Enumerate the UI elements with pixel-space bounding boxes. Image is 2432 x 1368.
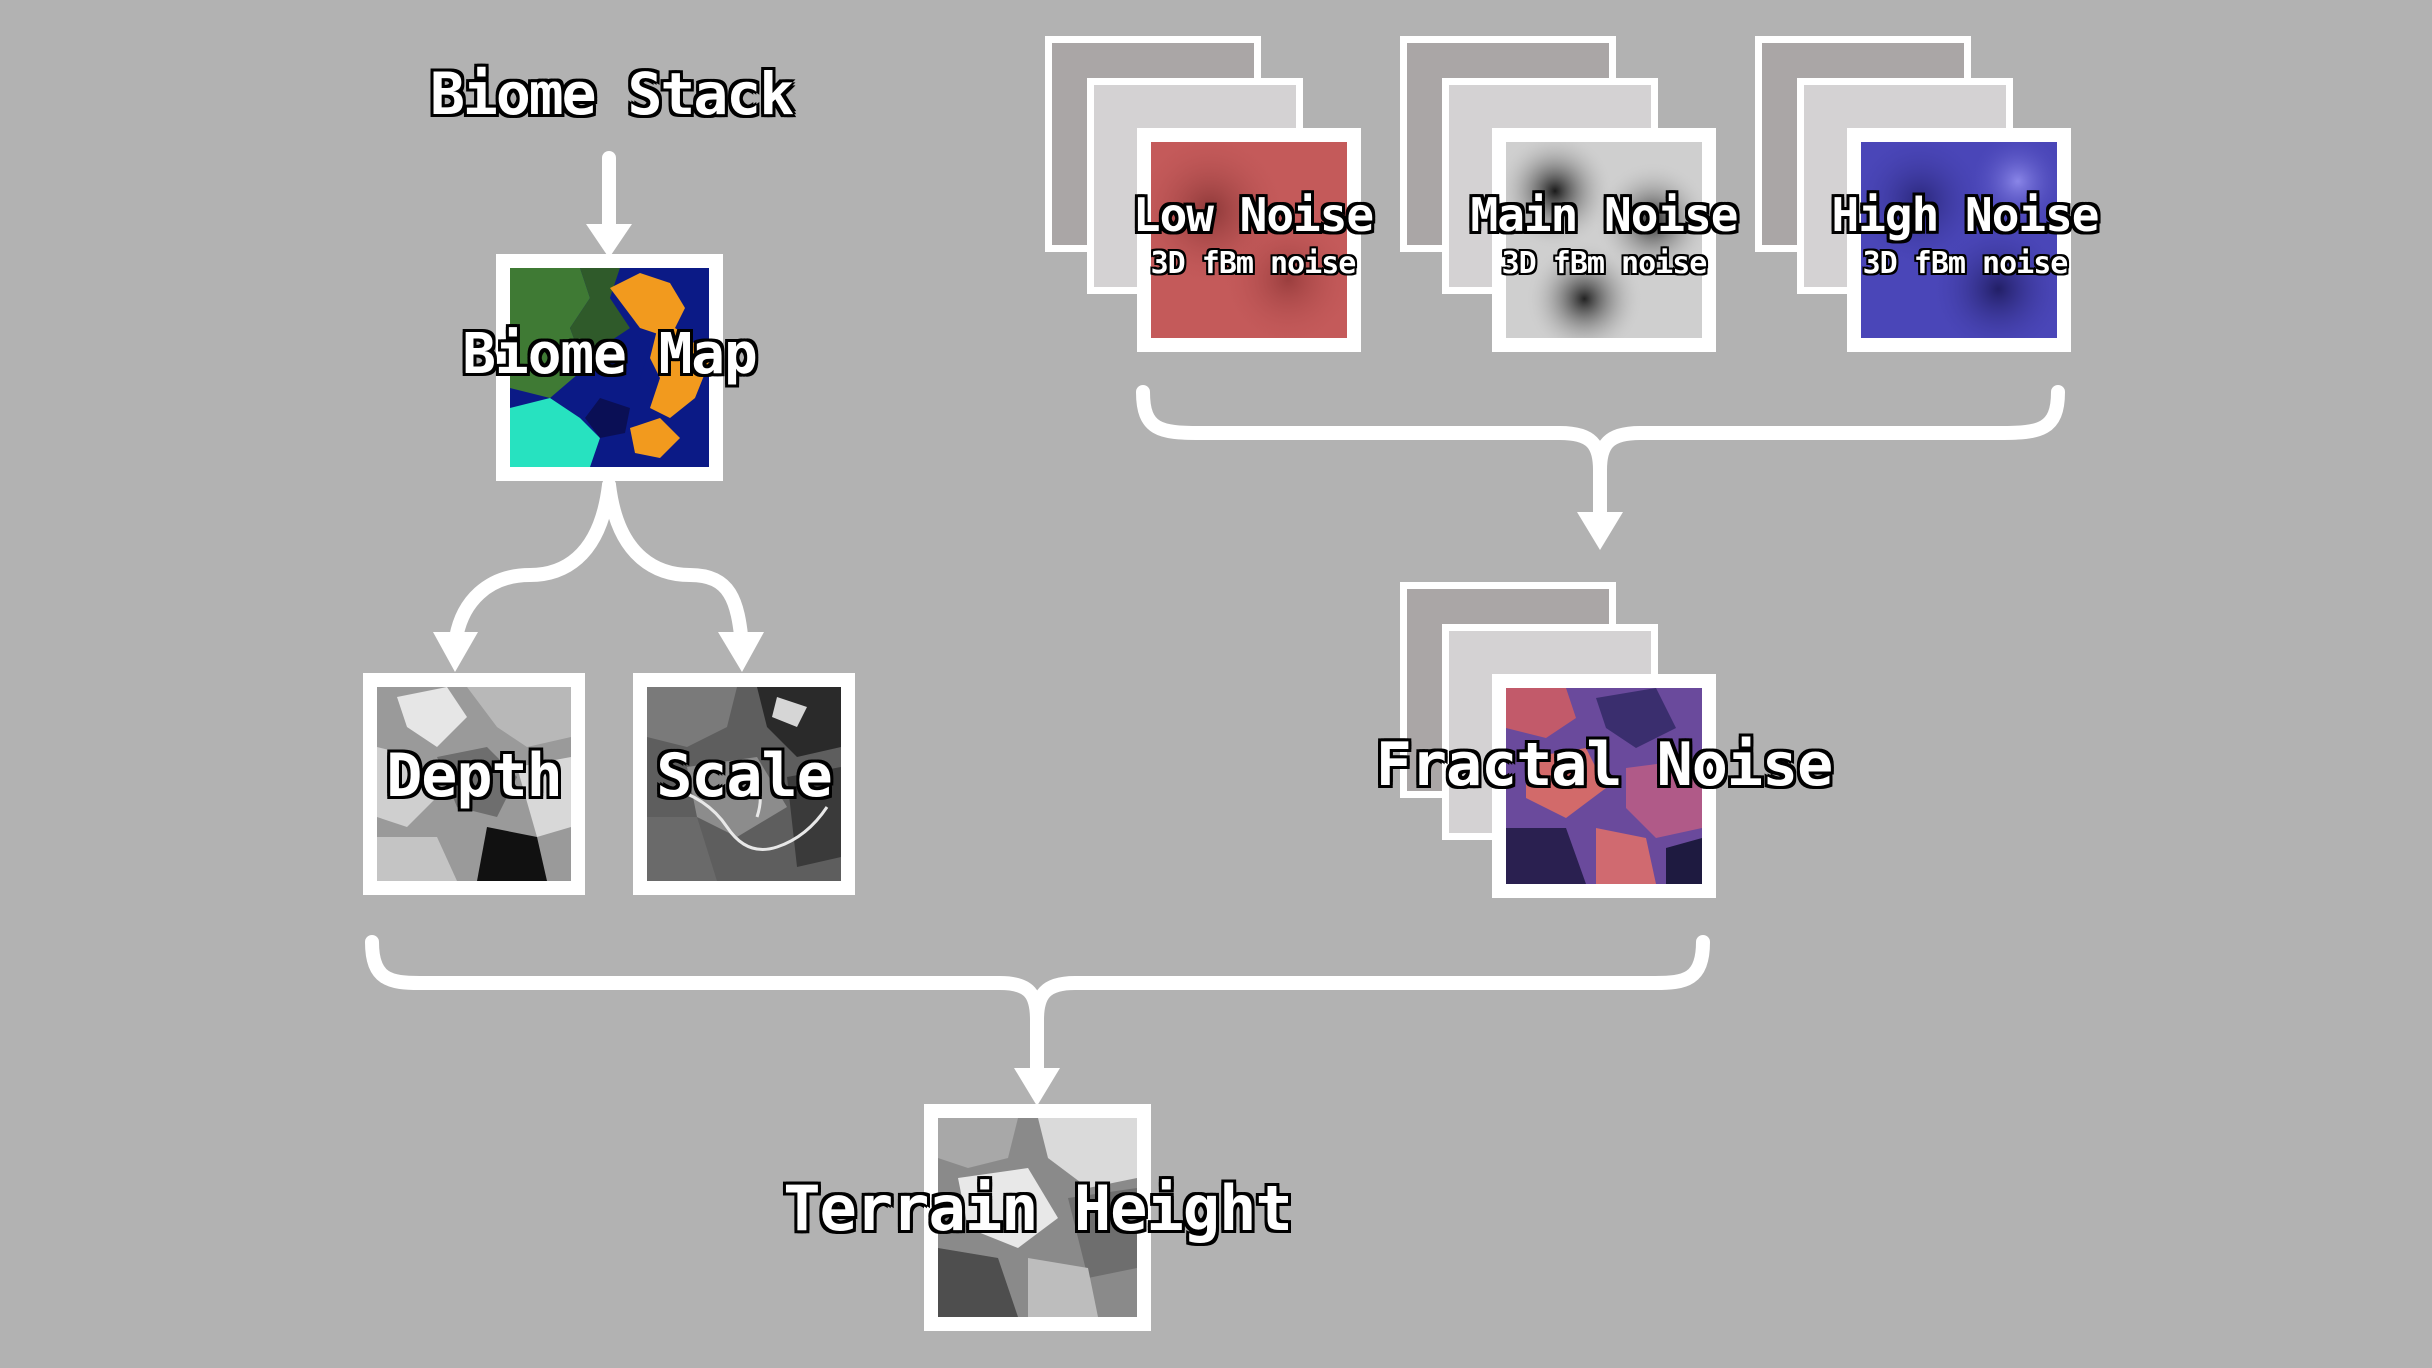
arrowhead-fractal [1577,512,1623,550]
depth-label: Depth [386,741,563,811]
terrain-height-node: Terrain Height [783,1104,1293,1331]
arrowhead-depth [433,632,478,672]
scale-node: Scale [633,673,855,895]
low-noise-frame [1137,128,1361,352]
terrain-height-frame [924,1104,1151,1331]
depth-map-image [377,687,571,881]
fractal-noise-image [1506,688,1702,884]
branch-to-depth [448,478,616,652]
biome-map-label: Biome Map [462,322,757,387]
biome-map-frame [496,254,723,481]
main-noise-label: Main Noise [1470,188,1739,242]
biome-map-node: Biome Map [462,254,758,481]
low-noise-node: Low Noise 3D fBm noise [1045,36,1374,352]
fractal-noise-node: Fractal Noise [1376,582,1833,898]
red-noise-image [1151,142,1347,338]
low-noise-sublabel: 3D fBm noise [1150,246,1357,281]
fractal-noise-frame [1492,674,1716,898]
high-noise-label: High Noise [1831,188,2100,242]
fractal-noise-label: Fractal Noise [1375,730,1834,800]
terrain-height-image [938,1118,1137,1317]
noise-bracket [1136,385,1607,527]
scale-map-image [647,687,841,881]
scale-frame [633,673,855,895]
high-noise-sublabel: 3D fBm noise [1862,246,2069,281]
blue-noise-image [1861,142,2057,338]
depth-frame [363,673,585,895]
biome-stack-label: Biome Stack [430,60,794,128]
depth-node: Depth [363,673,585,895]
arrowhead-scale [718,632,764,672]
main-noise-frame [1492,128,1716,352]
main-noise-sublabel: 3D fBm noise [1501,246,1708,281]
noise-bracket-right [1593,385,2065,477]
arrowheads [433,224,1623,1106]
arrowhead-terrain [1014,1068,1060,1106]
high-noise-node: High Noise 3D fBm noise [1755,36,2099,352]
terrain-height-label: Terrain Height [783,1172,1293,1245]
gray-noise-image [1506,142,1702,338]
scale-label: Scale [656,741,833,811]
bottom-bracket-left [365,935,1044,1087]
low-noise-label: Low Noise [1132,188,1374,242]
high-noise-frame [1847,128,2071,352]
bottom-bracket-right [1030,935,1710,1027]
biome-map-image [510,268,709,467]
branch-to-scale [602,478,749,652]
arrowhead-biome-map [586,224,632,258]
main-noise-node: Main Noise 3D fBm noise [1400,36,1738,352]
